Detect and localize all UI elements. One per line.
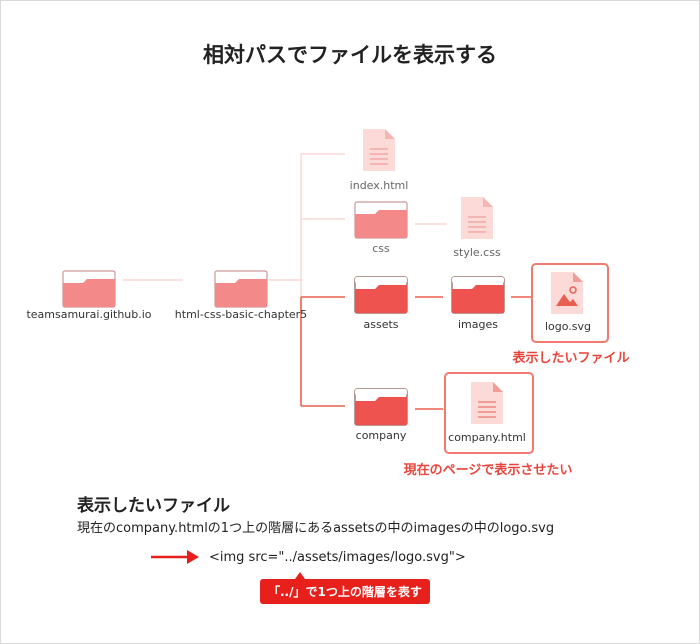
- folder-icon: [214, 270, 268, 308]
- image-file-icon: [551, 272, 583, 314]
- page-title: 相対パスでファイルを表示する: [203, 43, 497, 67]
- current-page-highlight: [444, 372, 534, 454]
- node-label-root: teamsamurai.github.io: [26, 308, 152, 321]
- folder-icon: [62, 270, 116, 308]
- node-label-css: css: [372, 242, 390, 255]
- explanation-heading: 表示したいファイル: [77, 496, 230, 516]
- node-label-company-html: company.html: [448, 431, 526, 444]
- folder-icon: [451, 276, 505, 314]
- parent-directory-badge: 「../」で1つ上の階層を表す: [260, 579, 430, 604]
- target-file-highlight: [531, 263, 609, 343]
- node-label-logo: logo.svg: [544, 320, 592, 333]
- current-page-note: 現在のページで表示させたい: [403, 463, 573, 478]
- folder-icon: [354, 201, 408, 239]
- node-label-company: company: [355, 429, 407, 442]
- node-label-assets: assets: [363, 318, 399, 331]
- folder-icon: [354, 388, 408, 426]
- document-icon: [461, 197, 493, 239]
- explanation-description: 現在のcompany.htmlの1つ上の階層にあるassetsの中のimages…: [77, 521, 555, 536]
- arrow-right-icon: [151, 550, 199, 564]
- folder-icon: [354, 276, 408, 314]
- faded-connectors: [123, 153, 447, 297]
- target-file-note: 表示したいファイル: [512, 351, 630, 366]
- node-label-project: html-css-basic-chapter5: [174, 308, 308, 321]
- node-label-index: index.html: [349, 179, 409, 192]
- node-label-style: style.css: [453, 246, 501, 259]
- active-connectors: [300, 296, 533, 410]
- node-label-images: images: [458, 318, 498, 331]
- code-snippet: <img src="../assets/images/logo.svg">: [209, 550, 466, 565]
- document-icon: [363, 129, 395, 171]
